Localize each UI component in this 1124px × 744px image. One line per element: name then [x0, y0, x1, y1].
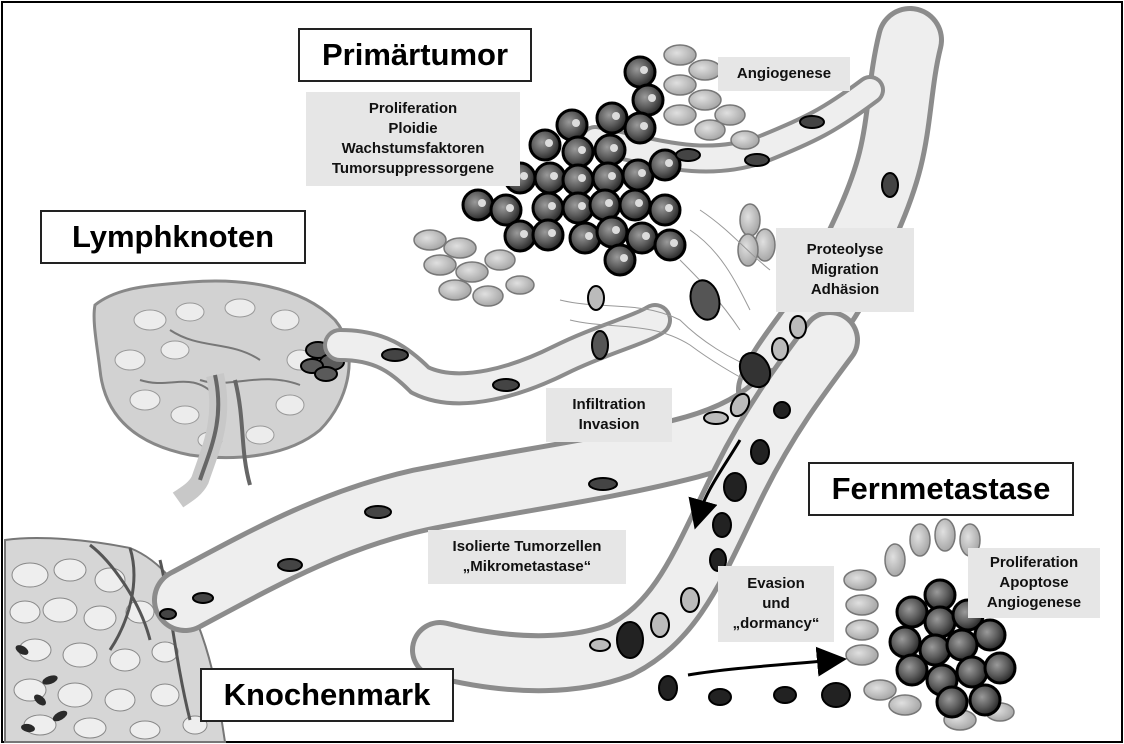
label-adhaesion: Adhäsion [811, 280, 879, 300]
title-fernmetastase: Fernmetastase [808, 462, 1074, 516]
label-invasion: Invasion [579, 415, 640, 435]
label-angiogenese-text: Angiogenese [737, 64, 831, 84]
label-infiltration: Infiltration [572, 395, 645, 415]
title-primaertumor: Primärtumor [298, 28, 532, 82]
title-lymphknoten: Lymphknoten [40, 210, 306, 264]
label-met-apoptose: Apoptose [999, 573, 1068, 593]
label-met-angiogenese: Angiogenese [987, 593, 1081, 613]
label-infiltration-group: Infiltration Invasion [546, 388, 672, 442]
label-evasion: Evasion [747, 574, 805, 594]
arrow-to-metastasis [688, 660, 835, 675]
lymph-node [94, 281, 350, 500]
label-migration: Migration [811, 260, 879, 280]
label-metastasis-factors: Proliferation Apoptose Angiogenese [968, 548, 1100, 618]
label-ploidie: Ploidie [388, 119, 437, 139]
label-evasion-group: Evasion und „dormancy“ [718, 566, 834, 642]
label-tumorsuppressorgene: Tumorsuppressorgene [332, 159, 494, 179]
label-isolierte-tumorzellen: Isolierte Tumorzellen [453, 537, 602, 557]
label-proliferation: Proliferation [369, 99, 457, 119]
label-isolierte-group: Isolierte Tumorzellen „Mikrometastase“ [428, 530, 626, 584]
label-mikrometastase: „Mikrometastase“ [463, 557, 591, 577]
label-dormancy: „dormancy“ [733, 614, 820, 634]
label-angiogenese: Angiogenese [718, 57, 850, 91]
label-met-proliferation: Proliferation [990, 553, 1078, 573]
label-proteolyse: Proteolyse [807, 240, 884, 260]
title-knochenmark: Knochenmark [200, 668, 454, 722]
label-wachstumsfaktoren: Wachstumsfaktoren [342, 139, 485, 159]
label-und: und [762, 594, 790, 614]
label-primary-factors: Proliferation Ploidie Wachstumsfaktoren … [306, 92, 520, 186]
label-proteolyse-group: Proteolyse Migration Adhäsion [776, 228, 914, 312]
